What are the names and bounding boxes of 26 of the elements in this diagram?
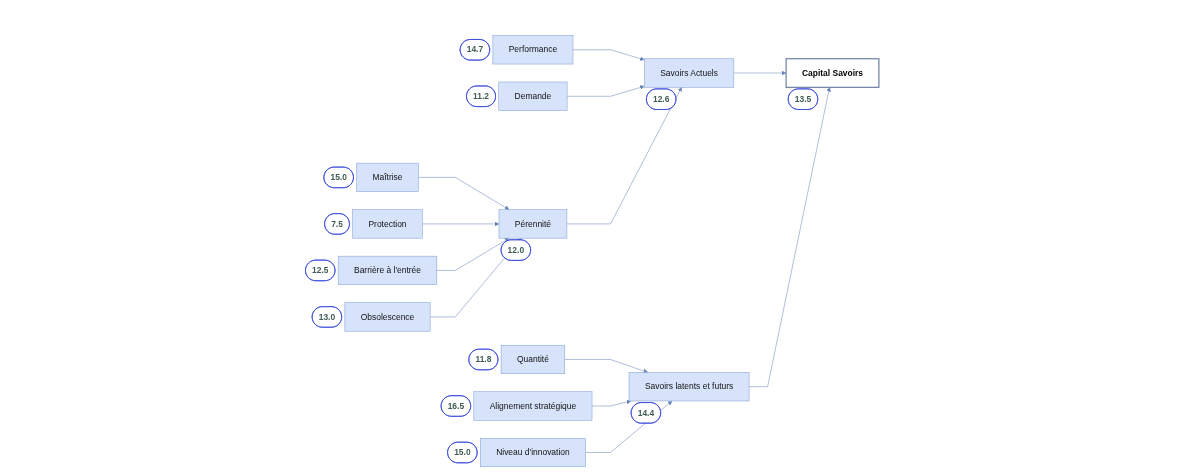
node-label: 7.5 [330,218,343,228]
node-label: 15.0 [453,447,471,457]
node-label: 11.8 [474,354,491,364]
node-label: 12.5 [311,265,328,275]
node-box: Performance [492,34,573,64]
node-label: 11.2 [472,91,489,101]
node-box: Quantité [500,344,565,374]
node-box: Maîtrise [355,162,419,192]
node-label: 14.7 [466,44,483,54]
node-label: 13.0 [318,311,335,321]
node-box: Savoirs latents et futurs [628,371,749,401]
node-box: Demande [497,81,567,111]
node-label: 13.5 [794,93,811,103]
node-box: Obsolescence [344,301,430,331]
node-box: Savoirs Actuels [643,58,734,88]
node-label: 15.0 [329,172,347,182]
node-box: Niveau d'innovation [479,437,586,467]
node-label: 12.6 [652,93,669,103]
node-box: Alignement stratégique [473,390,592,421]
node-label: 14.4 [637,407,654,417]
node-label: 16.5 [447,400,464,410]
node-box: Barrière à l'entrée [337,255,437,285]
node-box: Capital Savoirs [785,57,879,88]
node-label: 12.0 [507,244,524,254]
node-box: Protection [351,208,423,238]
node-box: Pérennité [498,208,567,238]
